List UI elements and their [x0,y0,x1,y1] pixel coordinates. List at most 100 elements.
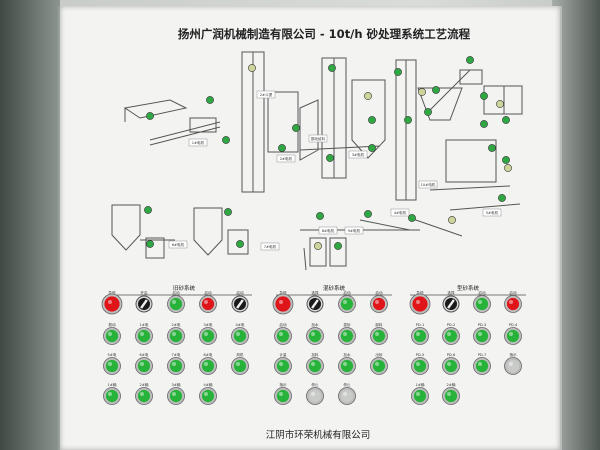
push-button[interactable]: 3#输 [167,382,185,405]
push-button[interactable]: 加料 [306,352,324,375]
push-button[interactable]: 6#电 [135,352,153,375]
push-button[interactable]: 1#输 [411,382,429,405]
push-button[interactable]: 指示 [274,382,292,405]
push-button[interactable]: 启动 [199,290,217,313]
indicator-lamp [206,96,214,104]
button-label: 停止 [343,382,351,387]
button-label: 1#输 [416,382,425,387]
button-label: 停止 [311,382,319,387]
diagram-tag-label: 5#电机 [486,210,499,215]
push-button[interactable]: 启动 [370,290,388,313]
hopper-lower-1 [111,204,141,251]
indicator-lamp [292,124,300,132]
push-button[interactable]: 停止 [306,382,324,405]
push-button[interactable]: 启动 [274,322,292,345]
push-button[interactable]: 启动 [504,290,522,313]
control-board [58,6,562,450]
button-label: 指示 [279,382,287,387]
selector-switch[interactable]: 选择 [442,290,460,313]
push-button[interactable]: PD-7 [473,353,491,375]
push-button[interactable]: 启动 [473,290,491,313]
selector-switch[interactable]: 选择 [306,290,324,313]
push-button[interactable]: 启动 [338,290,356,313]
indicator-lamp [364,210,372,218]
indicator-lamp [448,216,456,224]
push-button[interactable]: PD-1 [411,323,429,345]
push-button[interactable]: PD-6 [442,353,460,375]
push-button[interactable]: 5#电 [103,352,121,375]
feeder-box [459,69,483,85]
push-button[interactable]: 混砂 [338,322,356,345]
push-button[interactable]: 计量 [274,352,292,375]
selector-switch[interactable]: 开启 [135,290,153,313]
button-label: 1#电 [140,322,149,327]
button-label: 2#电 [172,322,181,327]
push-button[interactable]: 4#电 [231,322,249,345]
indicator-lamp [224,208,232,216]
hopper-lower-2 [193,207,223,256]
push-button[interactable]: 指示 [504,352,522,375]
push-button[interactable]: 4#输 [199,382,217,405]
push-button[interactable]: 出砂 [370,352,388,375]
bin-lower-a [309,237,327,267]
indicator-lamp [408,214,416,222]
indicator-lamp [364,92,372,100]
diagram-tag-label: 6#电机 [172,242,185,247]
button-label: 急停 [416,290,424,295]
diagram-tag-label: 2#电机 [280,156,293,161]
push-button[interactable]: 1#电 [135,322,153,345]
push-button[interactable]: 3#电 [199,322,217,345]
diagram-tag-label: 3#电机 [352,152,365,157]
push-button[interactable]: PD-5 [411,353,429,375]
push-button[interactable]: 2#输 [442,382,460,405]
button-label: PD-4 [509,323,518,327]
button-label: 加水 [343,352,351,357]
lower-belt-3 [409,217,463,237]
push-button[interactable]: 风机 [231,352,249,375]
button-label: PD-7 [478,353,487,357]
diagram-tag: 10#电机 [418,180,438,189]
sand-mixer [445,139,497,183]
diagram-tag-label: 1#电机 [192,140,205,145]
button-label: 卸料 [375,322,383,327]
push-button[interactable]: 7#电 [167,352,185,375]
button-label: 加料 [311,352,319,357]
indicator-lamp [480,92,488,100]
selector-switch[interactable]: 启动 [231,290,249,313]
push-button[interactable]: 加水 [338,352,356,375]
push-button[interactable]: PD-3 [473,323,491,345]
push-button[interactable]: 加水 [306,322,324,345]
panel-title: 扬州广润机械制造有限公司 - 10t/h 砂处理系统工艺流程 [178,27,471,41]
bin-lower-b [329,237,347,267]
button-label: PD-1 [416,323,425,327]
push-button[interactable]: 8#电 [199,352,217,375]
indicator-lamp [502,116,510,124]
button-label: PD-5 [416,353,425,357]
indicator-lamp [424,108,432,116]
button-label: 风机 [236,352,244,357]
button-label: 4#电 [236,322,245,327]
diagram-tag-label: 8#电机 [322,228,335,233]
push-button[interactable]: PD-4 [504,323,522,345]
push-button[interactable]: 2#电 [167,322,185,345]
emergency-stop-button[interactable]: 急停 [409,290,431,315]
button-label: 启动 [343,290,351,295]
indicator-lamp [316,212,324,220]
push-button[interactable]: 卸料 [370,322,388,345]
button-label: 启动 [279,322,287,327]
push-button[interactable]: PD-2 [442,323,460,345]
emergency-stop-button[interactable]: 急停 [101,290,123,315]
push-button[interactable]: 启动 [167,290,185,313]
additive-bin-2 [503,85,523,115]
indicator-lamp [248,64,256,72]
push-button[interactable]: 振动 [103,322,121,345]
process-diagram [111,51,526,296]
indicator-lamp [498,194,506,202]
push-button[interactable]: 停止 [338,382,356,405]
push-button[interactable]: 2#输 [135,382,153,405]
indicator-lamp [146,240,154,248]
button-label: 混砂 [343,322,351,327]
push-button[interactable]: 1#输 [103,382,121,405]
emergency-stop-button[interactable]: 急停 [272,290,294,315]
diagram-tag: 9#电机 [344,226,364,235]
